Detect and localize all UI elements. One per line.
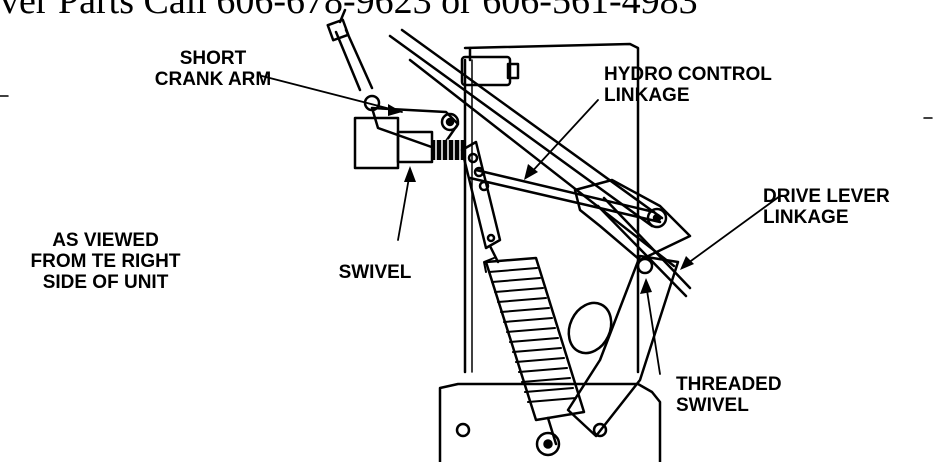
- hydro-control-rods: [388, 28, 676, 268]
- short-crank-arm: [353, 94, 465, 170]
- vertical-link: [460, 140, 502, 250]
- frame-plate: [460, 42, 640, 374]
- parts-phone-header: ver Parts Call 606-678-9623 or 606-561-4…: [0, 0, 698, 22]
- frame-hole-right: [592, 422, 608, 438]
- label-hydro-control-linkage: HYDRO CONTROL LINKAGE: [604, 64, 772, 106]
- drive-lever-bracket: [566, 178, 692, 438]
- label-short-crank-arm: SHORT CRANK ARM: [154, 48, 272, 90]
- label-swivel: SWIVEL: [338, 262, 412, 283]
- drive-lever-rod: [596, 196, 692, 298]
- leader-lines: [261, 75, 781, 375]
- label-drive-lever-linkage: DRIVE LEVER LINKAGE: [763, 186, 890, 228]
- label-as-viewed: AS VIEWED FROM TE RIGHT SIDE OF UNIT: [30, 230, 181, 293]
- extension-spring: [483, 244, 586, 457]
- hydro-cable-top: [326, 8, 374, 92]
- connecting-rod: [468, 168, 662, 224]
- frame-hole-left: [455, 422, 471, 438]
- label-threaded-swivel: THREADED SWIVEL: [676, 374, 782, 416]
